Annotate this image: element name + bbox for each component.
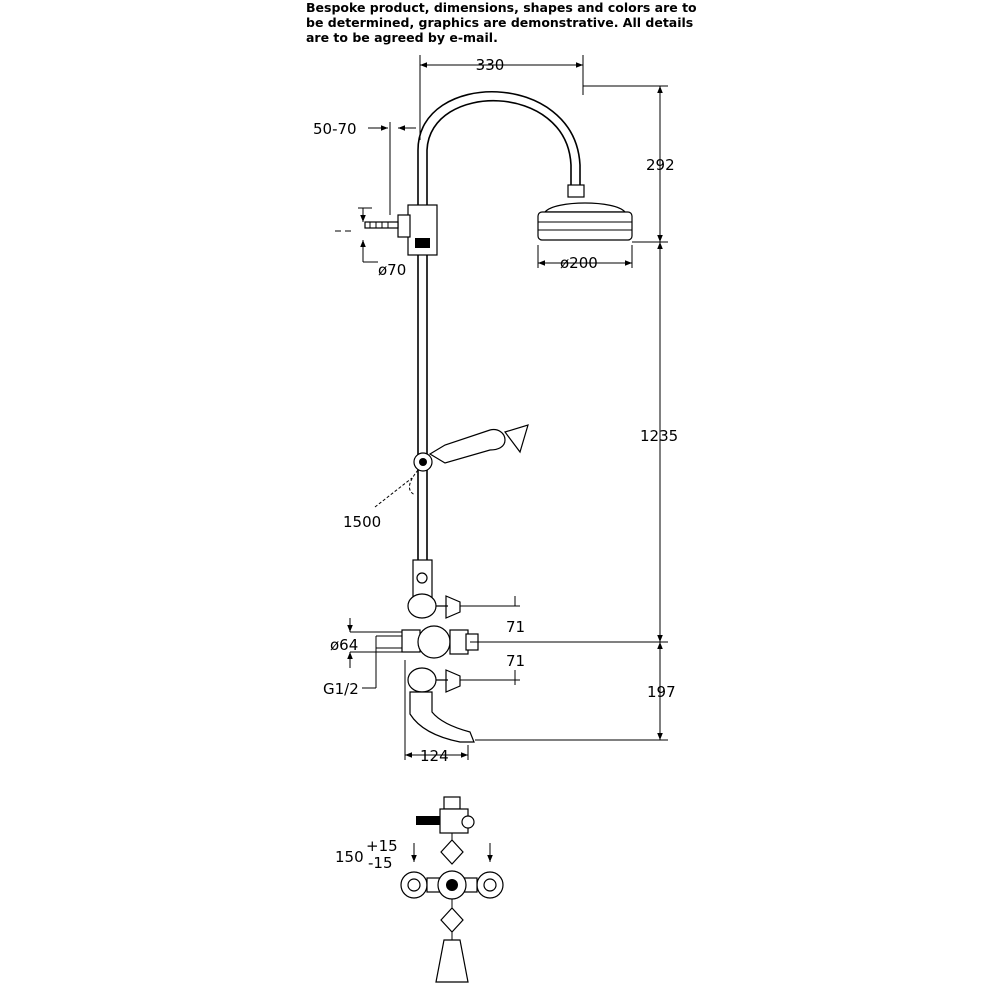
arm-joint <box>567 184 585 198</box>
upper-valve-body <box>407 593 437 619</box>
wall-flange-icon <box>397 214 411 238</box>
bath-mixer-assembly <box>401 559 479 743</box>
dim-centers-plus: +15 <box>366 837 398 855</box>
dim-hose-length: 1500 <box>343 513 381 531</box>
dim-valve-lower: 71 <box>506 652 525 670</box>
gooseneck-arm-inner <box>426 99 572 185</box>
dim-valve-upper: 71 <box>506 618 525 636</box>
dim-inlet-diameter: ø64 <box>330 636 358 654</box>
dimension-lines <box>335 55 668 760</box>
hose-icon <box>408 469 419 496</box>
bracket-clip <box>415 238 430 248</box>
dim-centers-minus: -15 <box>368 854 393 872</box>
front-upper-cross-icon <box>440 839 464 865</box>
lower-cross-handle-icon <box>436 669 461 693</box>
wall-inlet-left <box>401 629 421 653</box>
dim-arm-width: 330 <box>476 56 505 74</box>
central-mixer-body <box>417 625 451 659</box>
upper-cross-handle-icon <box>436 595 461 619</box>
shower-head-body <box>537 211 633 241</box>
lower-valve-body <box>407 667 437 693</box>
front-view-assembly <box>400 796 504 983</box>
hand-shower-head-icon <box>504 424 529 454</box>
bath-spout-icon <box>409 691 475 743</box>
dim-spout-reach: 124 <box>420 747 449 765</box>
hand-shower-assembly <box>408 424 529 496</box>
dim-bracket-diameter: ø70 <box>378 261 406 279</box>
shower-riser-assembly <box>364 90 633 560</box>
shower-head-dome-icon <box>543 202 627 213</box>
front-wall-plug <box>416 816 440 825</box>
wall-inlet-right <box>449 629 469 655</box>
dim-head-diameter: ø200 <box>560 254 598 272</box>
dim-arm-height: 292 <box>646 156 675 174</box>
dim-inlet-thread: G1/2 <box>323 680 359 698</box>
hand-shower-handle-icon <box>428 428 506 464</box>
gooseneck-arm-outer <box>417 90 581 185</box>
front-spout-icon <box>435 939 469 983</box>
front-top-nut <box>443 796 461 810</box>
dim-wall-offset: 50-70 <box>313 120 357 138</box>
front-lower-cross-icon <box>440 907 464 933</box>
dim-centers-base: 150 <box>335 848 364 866</box>
disclaimer-note: Bespoke product, dimensions, shapes and … <box>306 0 697 45</box>
dim-spout-height: 197 <box>647 683 676 701</box>
dim-riser-height: 1235 <box>640 427 678 445</box>
